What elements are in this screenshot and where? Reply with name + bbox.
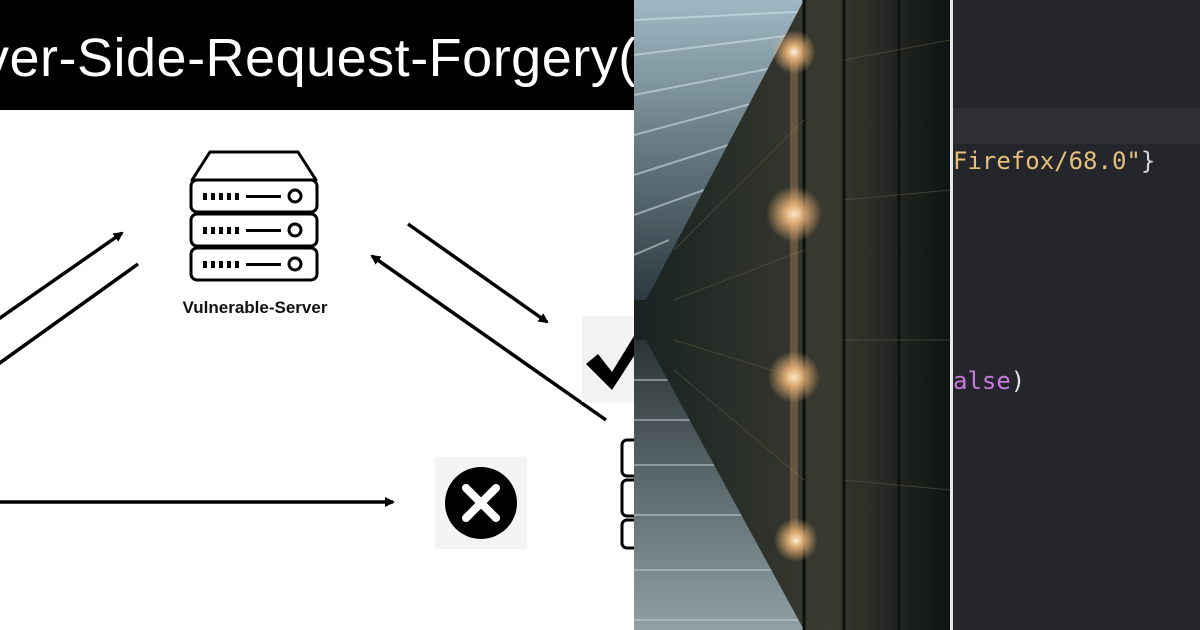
code-line-user-agent: Firefox/68.0"}	[953, 146, 1155, 176]
diagram-title: ver-Side-Request-Forgery(	[0, 28, 634, 88]
target-server-partial	[620, 438, 634, 550]
ssrf-diagram-panel: ver-Side-Request-Forgery(	[0, 0, 634, 550]
cross-circle-icon	[435, 457, 527, 549]
paren-token: )	[1010, 367, 1026, 395]
vulnerable-server-label: Vulnerable-Server	[182, 298, 328, 317]
brace-token: }	[1140, 147, 1156, 175]
request-arrows	[0, 222, 608, 507]
code-line-false: alse)	[953, 366, 1025, 396]
data-center-corridor-illustration	[634, 0, 950, 630]
diagram-canvas	[0, 150, 634, 550]
server-icon	[189, 150, 319, 282]
data-center-photo	[634, 0, 950, 630]
code-editor-panel: Firefox/68.0"} alse)	[950, 0, 1200, 630]
checkmark-icon	[582, 316, 634, 402]
keyword-token: alse	[953, 367, 1011, 395]
current-line-highlight	[953, 108, 1200, 144]
title-bar: ver-Side-Request-Forgery(	[0, 0, 634, 110]
string-token: Firefox/68.0"	[953, 147, 1141, 175]
